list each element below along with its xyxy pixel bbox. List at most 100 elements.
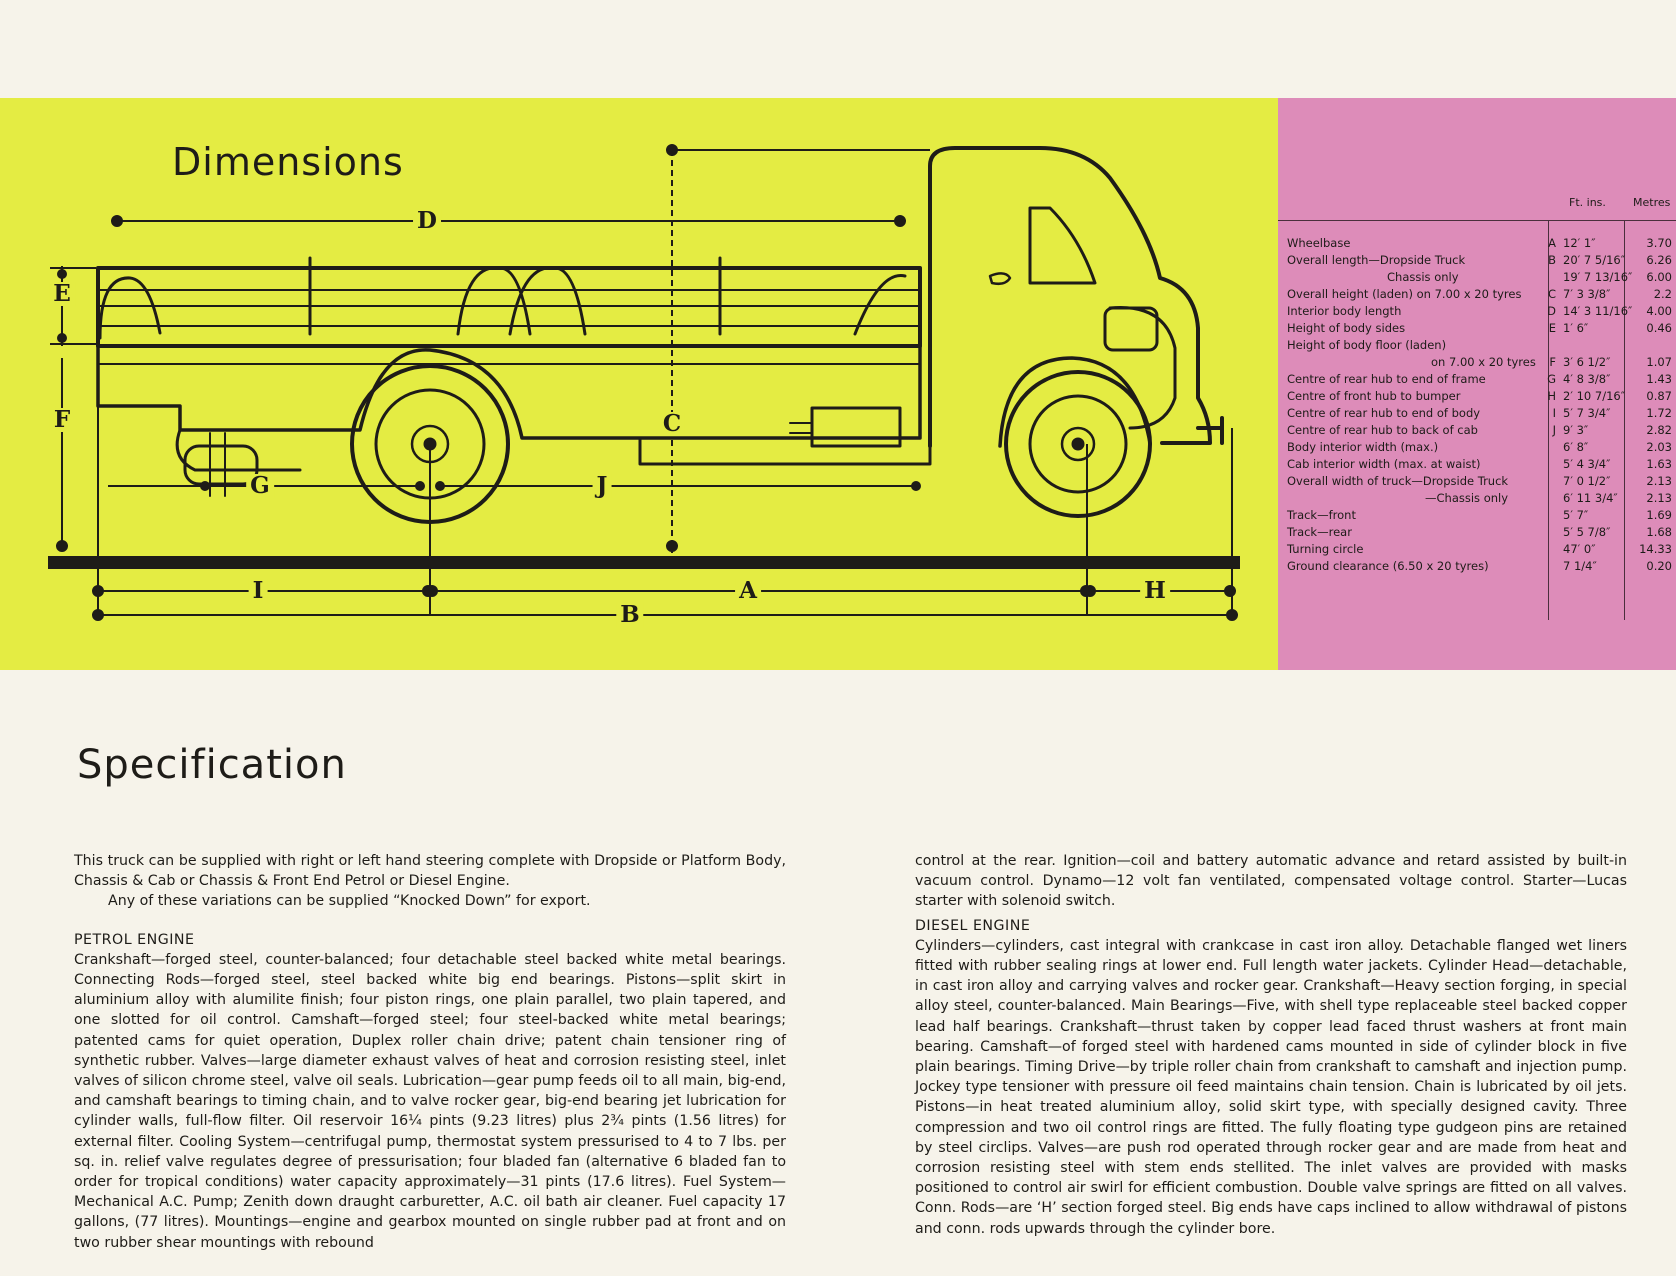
table-cell-code: D xyxy=(1547,304,1556,318)
table-cell-metres: 2.03 xyxy=(1646,440,1672,454)
table-cell-ft-ins: 6′ 8″ xyxy=(1563,440,1589,454)
table-cell-ft-ins: 20′ 7 5/16″ xyxy=(1563,253,1625,267)
table-row: Interior body length D 14′ 3 11/16″ 4.00 xyxy=(1287,303,1672,320)
table-cell-label: Track—rear xyxy=(1287,525,1352,539)
table-row: Height of body floor (laden) xyxy=(1287,337,1672,354)
table-cell-ft-ins: 5′ 5 7/8″ xyxy=(1563,525,1611,539)
dimensions-panel: Dimensions D E F C G J I A H B xyxy=(0,98,1278,670)
table-cell-label: Cab interior width (max. at waist) xyxy=(1287,457,1481,471)
table-cell-label: Interior body length xyxy=(1287,304,1402,318)
table-cell-label: Centre of front hub to bumper xyxy=(1287,389,1461,403)
diesel-engine-text: Cylinders—cylinders, cast integral with … xyxy=(915,937,1627,1237)
table-cell-ft-ins: 3′ 6 1/2″ xyxy=(1563,355,1611,369)
table-cell-code: B xyxy=(1548,253,1556,267)
table-cell-label: Body interior width (max.) xyxy=(1287,440,1439,454)
table-cell-metres: 1.69 xyxy=(1646,508,1672,522)
table-cell-code: A xyxy=(1548,236,1556,250)
table-cell-metres: 3.70 xyxy=(1646,236,1672,250)
dimension-label-h: H xyxy=(1140,579,1170,603)
table-cell-label: Chassis only xyxy=(1387,270,1459,284)
table-cell-ft-ins: 5′ 7 3/4″ xyxy=(1563,406,1611,420)
table-cell-ft-ins: 12′ 1″ xyxy=(1563,236,1596,250)
dimension-label-d: D xyxy=(413,209,441,233)
table-cell-label: Track—front xyxy=(1287,508,1356,522)
table-cell-label: Overall height (laden) on 7.00 x 20 tyre… xyxy=(1287,287,1522,301)
table-row: Chassis only 19′ 7 13/16″ 6.00 xyxy=(1287,269,1672,286)
dimension-label-i: I xyxy=(248,579,268,603)
table-cell-code: H xyxy=(1547,389,1556,403)
petrol-engine-continued: control at the rear. Ignition—coil and b… xyxy=(915,853,1627,910)
table-cell-metres: 14.33 xyxy=(1639,542,1672,556)
table-row: Track—rear 5′ 5 7/8″ 1.68 xyxy=(1287,524,1672,541)
table-cell-metres: 0.87 xyxy=(1646,389,1672,403)
table-cell-metres: 1.63 xyxy=(1646,457,1672,471)
petrol-engine-text: Crankshaft—forged steel, counter-balance… xyxy=(74,951,786,1251)
table-cell-metres: 2.82 xyxy=(1646,423,1672,437)
table-cell-ft-ins: 7 1/4″ xyxy=(1563,559,1597,573)
table-cell-metres: 6.00 xyxy=(1646,270,1672,284)
dimension-label-c: C xyxy=(658,412,686,436)
table-cell-ft-ins: 2′ 10 7/16″ xyxy=(1563,389,1625,403)
table-cell-ft-ins: 5′ 4 3/4″ xyxy=(1563,457,1611,471)
table-row: Centre of rear hub to back of cab J 9′ 3″ 2… xyxy=(1287,422,1672,439)
table-cell-ft-ins: 9′ 3″ xyxy=(1563,423,1589,437)
dimension-label-b: B xyxy=(616,603,644,627)
table-cell-ft-ins: 7′ 0 1/2″ xyxy=(1563,474,1611,488)
table-cell-ft-ins: 19′ 7 13/16″ xyxy=(1563,270,1633,284)
table-cell-ft-ins: 1′ 6″ xyxy=(1563,321,1589,335)
table-cell-label: on 7.00 x 20 tyres xyxy=(1431,355,1536,369)
table-row: Centre of front hub to bumper H 2′ 10 7/16… xyxy=(1287,388,1672,405)
table-row: Track—front 5′ 7″ 1.69 xyxy=(1287,507,1672,524)
dimension-label-g: G xyxy=(246,474,274,498)
table-cell-metres: 1.43 xyxy=(1646,372,1672,386)
table-column-rule xyxy=(1548,220,1549,620)
table-cell-code: E xyxy=(1548,321,1556,335)
petrol-engine-heading: PETROL ENGINE xyxy=(74,931,195,948)
truck-dimension-diagram xyxy=(48,144,1240,621)
table-cell-ft-ins: 5′ 7″ xyxy=(1563,508,1589,522)
table-row: Wheelbase A 12′ 1″ 3.70 xyxy=(1287,235,1672,252)
table-cell-metres: 2.2 xyxy=(1653,287,1672,301)
specification-title: Specification xyxy=(77,742,347,788)
table-cell-ft-ins: 14′ 3 11/16″ xyxy=(1563,304,1633,318)
table-cell-code: J xyxy=(1552,423,1556,437)
table-rule xyxy=(1278,220,1676,221)
intro-paragraph: This truck can be supplied with right or… xyxy=(74,853,786,890)
dimensions-title: Dimensions xyxy=(172,140,404,184)
table-cell-label: Overall length—Dropside Truck xyxy=(1287,253,1466,267)
table-cell-ft-ins: 47′ 0″ xyxy=(1563,542,1596,556)
table-cell-label: Centre of rear hub to back of cab xyxy=(1287,423,1478,437)
dimension-label-e: E xyxy=(49,282,75,306)
table-row: Body interior width (max.) 6′ 8″ 2.03 xyxy=(1287,439,1672,456)
table-cell-metres: 0.20 xyxy=(1646,559,1672,573)
table-column-rule xyxy=(1624,220,1625,620)
table-cell-label: Wheelbase xyxy=(1287,236,1351,250)
intro-note: Any of these variations can be supplied … xyxy=(108,893,591,910)
table-cell-ft-ins: 4′ 8 3/8″ xyxy=(1563,372,1611,386)
table-cell-label: Centre of rear hub to end of body xyxy=(1287,406,1481,420)
table-header-metres: Metres xyxy=(1633,196,1671,209)
table-row: Overall length—Dropside Truck B 20′ 7 5/16… xyxy=(1287,252,1672,269)
table-row: Ground clearance (6.50 x 20 tyres) 7 1/4″… xyxy=(1287,558,1672,575)
table-cell-metres: 2.13 xyxy=(1646,474,1672,488)
table-cell-label: Height of body floor (laden) xyxy=(1287,338,1447,352)
table-row: Overall height (laden) on 7.00 x 20 tyre… xyxy=(1287,286,1672,303)
table-cell-metres: 6.26 xyxy=(1646,253,1672,267)
table-cell-label: Height of body sides xyxy=(1287,321,1406,335)
table-cell-code: F xyxy=(1549,355,1556,369)
table-cell-label: Ground clearance (6.50 x 20 tyres) xyxy=(1287,559,1489,573)
table-cell-metres: 2.13 xyxy=(1646,491,1672,505)
table-cell-metres: 4.00 xyxy=(1646,304,1672,318)
table-cell-metres: 1.68 xyxy=(1646,525,1672,539)
dimension-label-a: A xyxy=(735,579,761,603)
specification-right-column: control at the rear. Ignition—coil and b… xyxy=(915,851,1627,1239)
table-cell-metres: 1.72 xyxy=(1646,406,1672,420)
table-cell-code: G xyxy=(1547,372,1556,386)
